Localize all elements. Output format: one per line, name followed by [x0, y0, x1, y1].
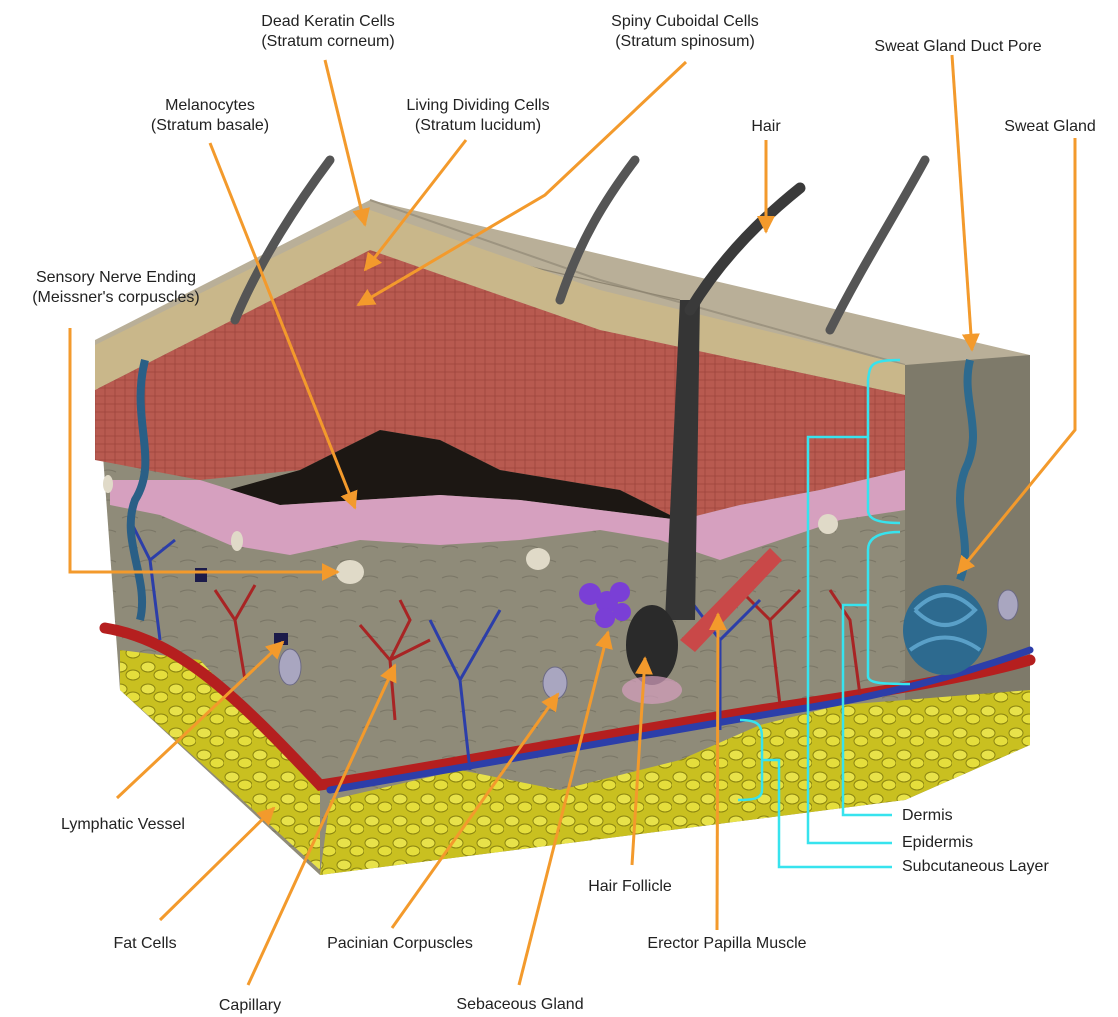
pacinian-corpuscle [279, 649, 301, 685]
label-erector-text: Erector Papilla Muscle [612, 934, 842, 954]
label-lymphatic: Lymphatic Vessel [28, 815, 218, 835]
label-hair-follicle-text: Hair Follicle [560, 877, 700, 897]
label-living-dividing: Living Dividing Cells (Stratum lucidum) [368, 96, 588, 136]
label-epidermis: Epidermis [902, 833, 973, 853]
label-sensory-nerve-line1: Sensory Nerve Ending [0, 268, 232, 288]
label-living-dividing-line2: (Stratum lucidum) [368, 116, 588, 136]
label-spiny-cuboidal-line2: (Stratum spinosum) [575, 32, 795, 52]
label-fat-cells: Fat Cells [90, 934, 200, 954]
label-dead-keratin-line2: (Stratum corneum) [228, 32, 428, 52]
label-sensory-nerve: Sensory Nerve Ending (Meissner's corpusc… [0, 268, 232, 308]
label-sensory-nerve-line2: (Meissner's corpuscles) [0, 288, 232, 308]
label-dead-keratin: Dead Keratin Cells (Stratum corneum) [228, 12, 428, 52]
hair-strand [830, 160, 925, 330]
label-fat-cells-text: Fat Cells [90, 934, 200, 954]
label-sweat-pore: Sweat Gland Duct Pore [838, 37, 1078, 57]
arrow-sweat-pore [952, 55, 972, 350]
skin-block [95, 160, 1030, 875]
label-dermis-text: Dermis [902, 806, 953, 826]
label-dead-keratin-line1: Dead Keratin Cells [228, 12, 428, 32]
label-sebaceous: Sebaceous Gland [425, 995, 615, 1015]
sweat-gland-coil [903, 585, 987, 675]
label-sweat-gland: Sweat Gland [985, 117, 1115, 137]
label-subcutaneous-text: Subcutaneous Layer [902, 857, 1049, 877]
pacinian-corpuscle [998, 590, 1018, 620]
label-spiny-cuboidal-line1: Spiny Cuboidal Cells [575, 12, 795, 32]
label-lymphatic-text: Lymphatic Vessel [28, 815, 218, 835]
label-hair-follicle: Hair Follicle [560, 877, 700, 897]
label-pacinian-text: Pacinian Corpuscles [295, 934, 505, 954]
label-capillary-text: Capillary [195, 996, 305, 1016]
label-hair-text: Hair [736, 117, 796, 137]
label-subcutaneous: Subcutaneous Layer [902, 857, 1049, 877]
arrow-dead-keratin [325, 60, 365, 225]
label-sebaceous-text: Sebaceous Gland [425, 995, 615, 1015]
label-capillary: Capillary [195, 996, 305, 1016]
label-sweat-pore-text: Sweat Gland Duct Pore [838, 37, 1078, 57]
label-melanocytes: Melanocytes (Stratum basale) [115, 96, 305, 136]
label-melanocytes-line2: (Stratum basale) [115, 116, 305, 136]
label-living-dividing-line1: Living Dividing Cells [368, 96, 588, 116]
label-pacinian: Pacinian Corpuscles [295, 934, 505, 954]
pacinian-corpuscle [543, 667, 567, 699]
arrow-erector [717, 614, 718, 930]
label-epidermis-text: Epidermis [902, 833, 973, 853]
label-erector: Erector Papilla Muscle [612, 934, 842, 954]
label-dermis: Dermis [902, 806, 953, 826]
label-spiny-cuboidal: Spiny Cuboidal Cells (Stratum spinosum) [575, 12, 795, 52]
hair-bulb [626, 605, 678, 685]
label-sweat-gland-text: Sweat Gland [985, 117, 1115, 137]
label-melanocytes-line1: Melanocytes [115, 96, 305, 116]
label-hair: Hair [736, 117, 796, 137]
